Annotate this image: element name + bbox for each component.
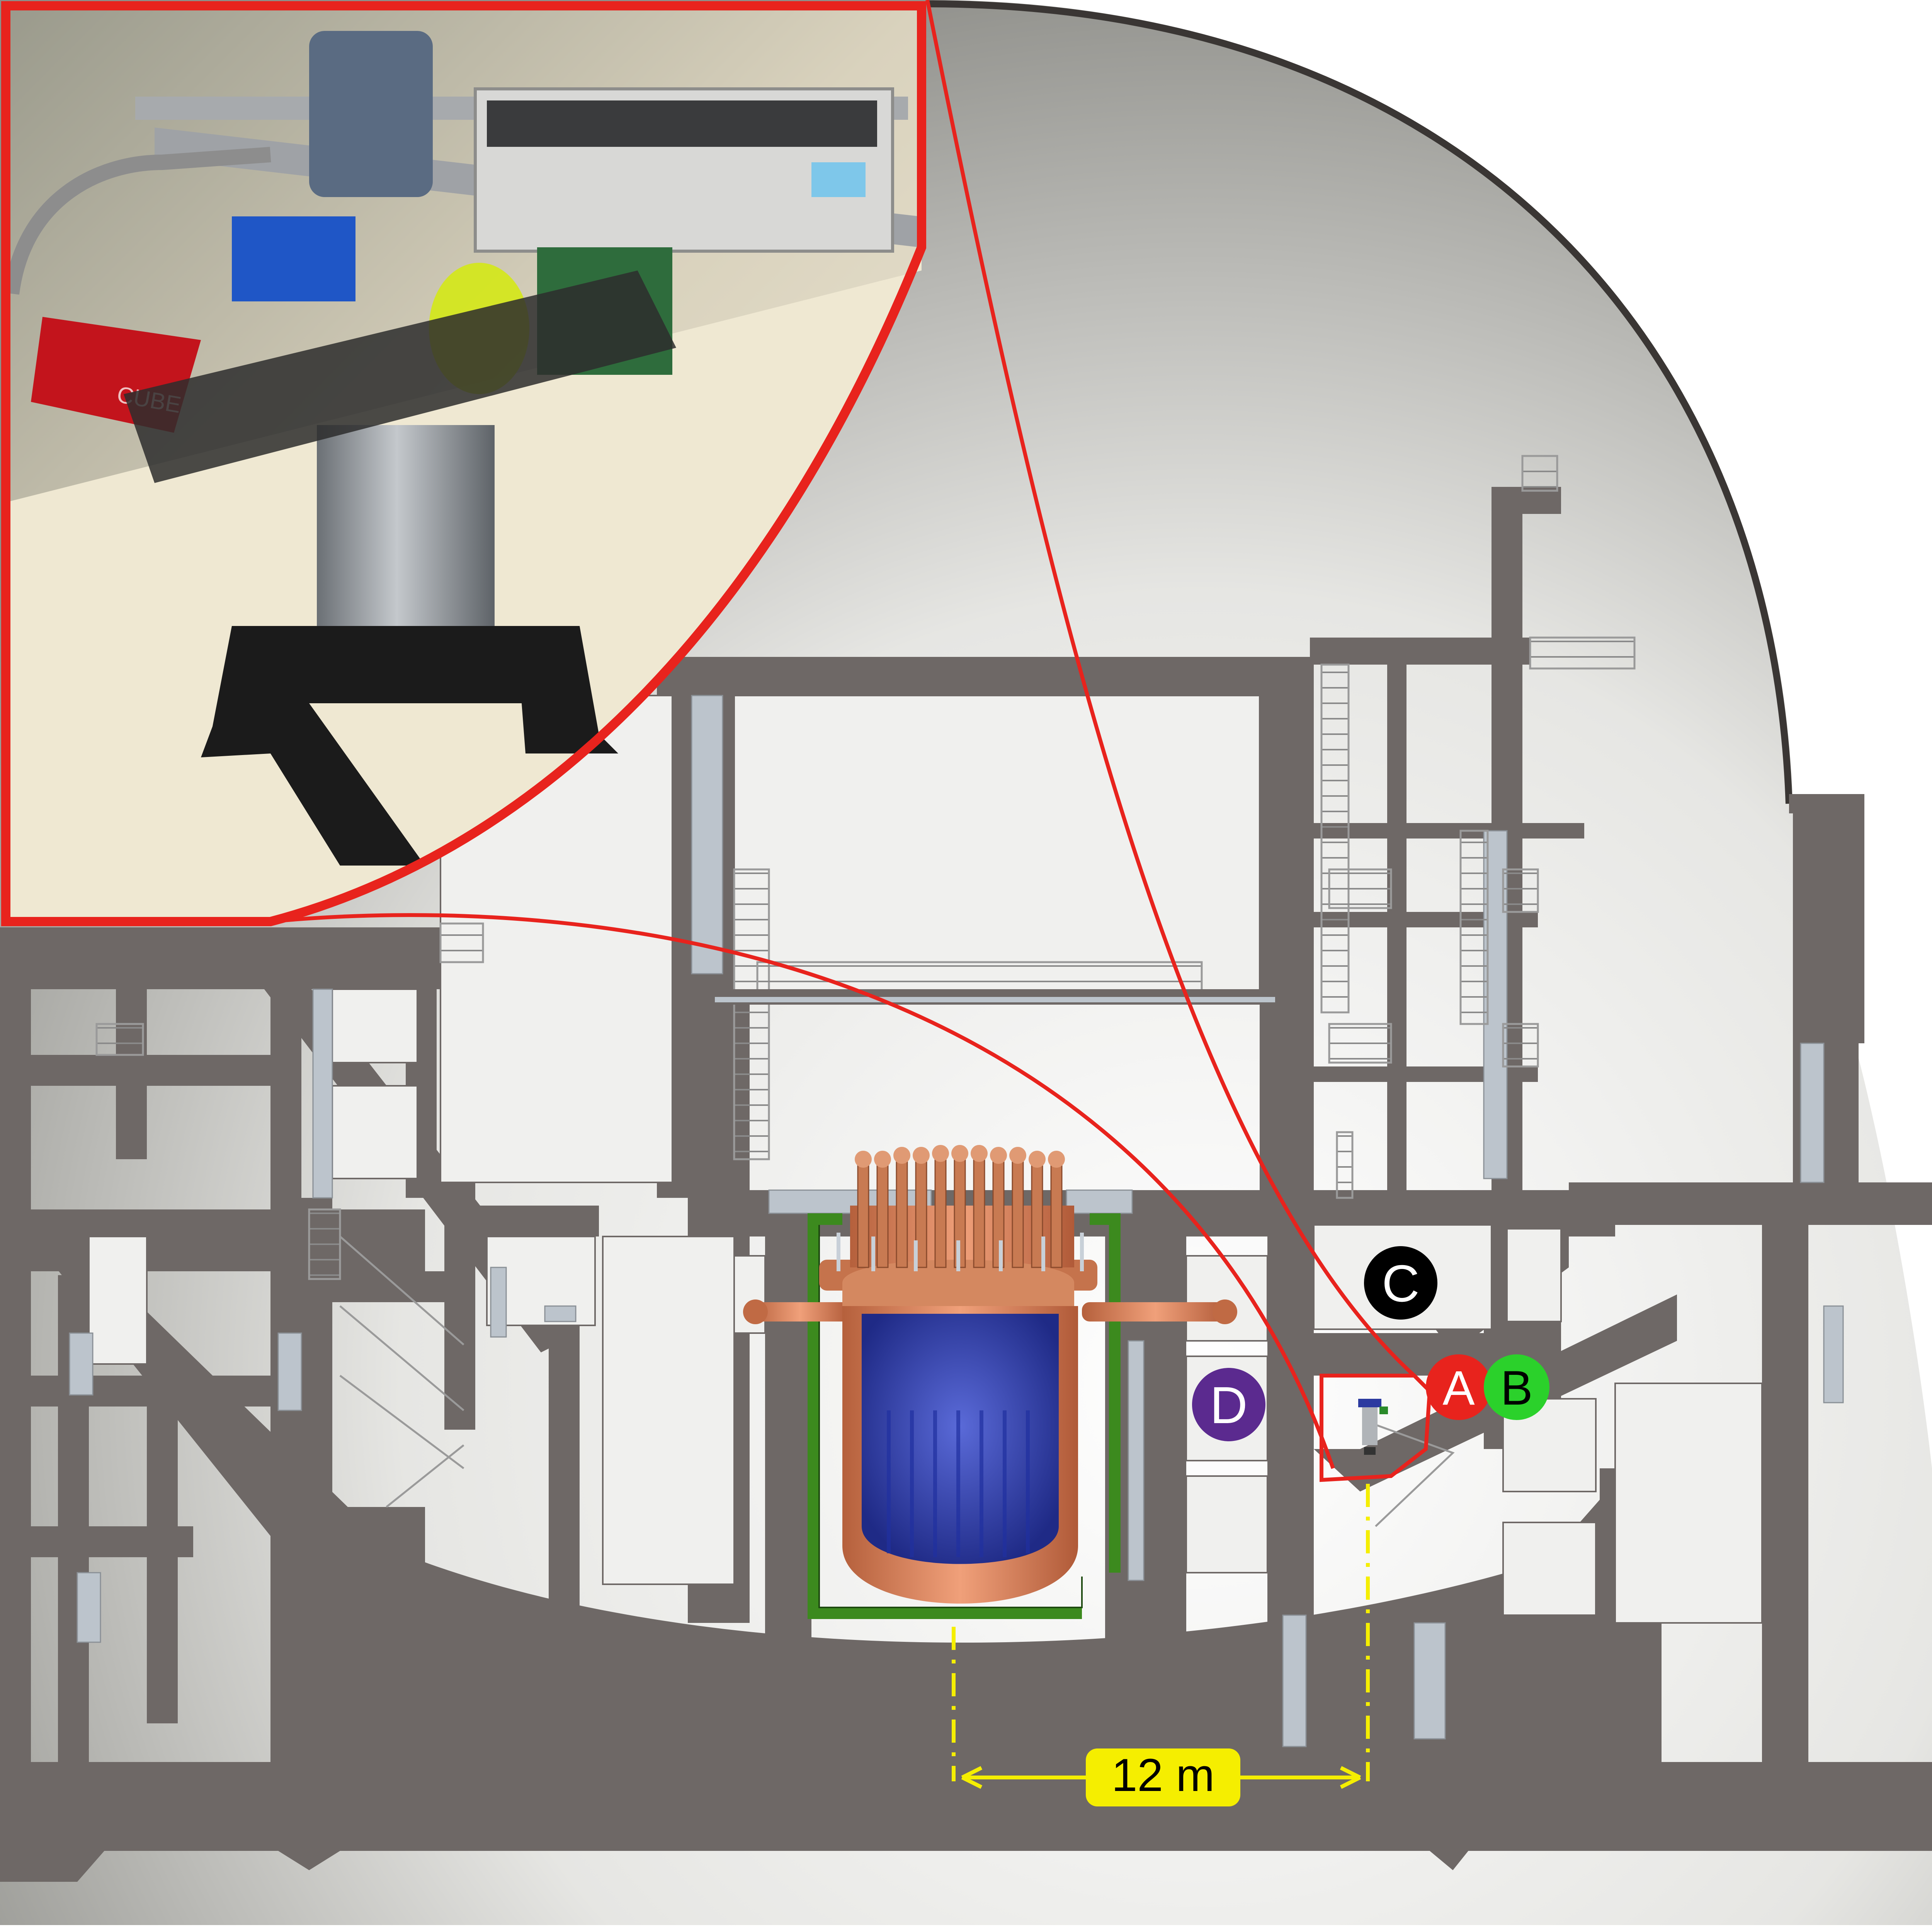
marker-c: C xyxy=(1364,1246,1437,1320)
marker-a-label: A xyxy=(1442,1361,1475,1415)
inset-photo-frame xyxy=(1,1,926,926)
marker-d: D xyxy=(1192,1368,1265,1441)
marker-d-label: D xyxy=(1210,1376,1248,1434)
dome-outline xyxy=(927,0,1793,804)
scale-bar-label: 12 m xyxy=(1112,1749,1215,1801)
callout-line-upper xyxy=(925,0,1416,1377)
inset-photo: CUBE xyxy=(4,6,922,922)
callout-line-lower xyxy=(270,913,1335,1469)
panels xyxy=(69,695,1844,1747)
detector-location xyxy=(1358,1399,1388,1455)
scale-bar-label-box xyxy=(1086,1748,1240,1806)
marker-a: A xyxy=(1426,1354,1492,1420)
ladders xyxy=(95,455,1636,1527)
catwalk-edge xyxy=(715,997,1275,1002)
reactor-vessel xyxy=(743,1145,1237,1604)
marker-c-label: C xyxy=(1382,1254,1420,1313)
marker-b: B xyxy=(1484,1354,1549,1420)
callout-lines xyxy=(270,0,1432,1482)
marker-b-label: B xyxy=(1500,1361,1532,1415)
